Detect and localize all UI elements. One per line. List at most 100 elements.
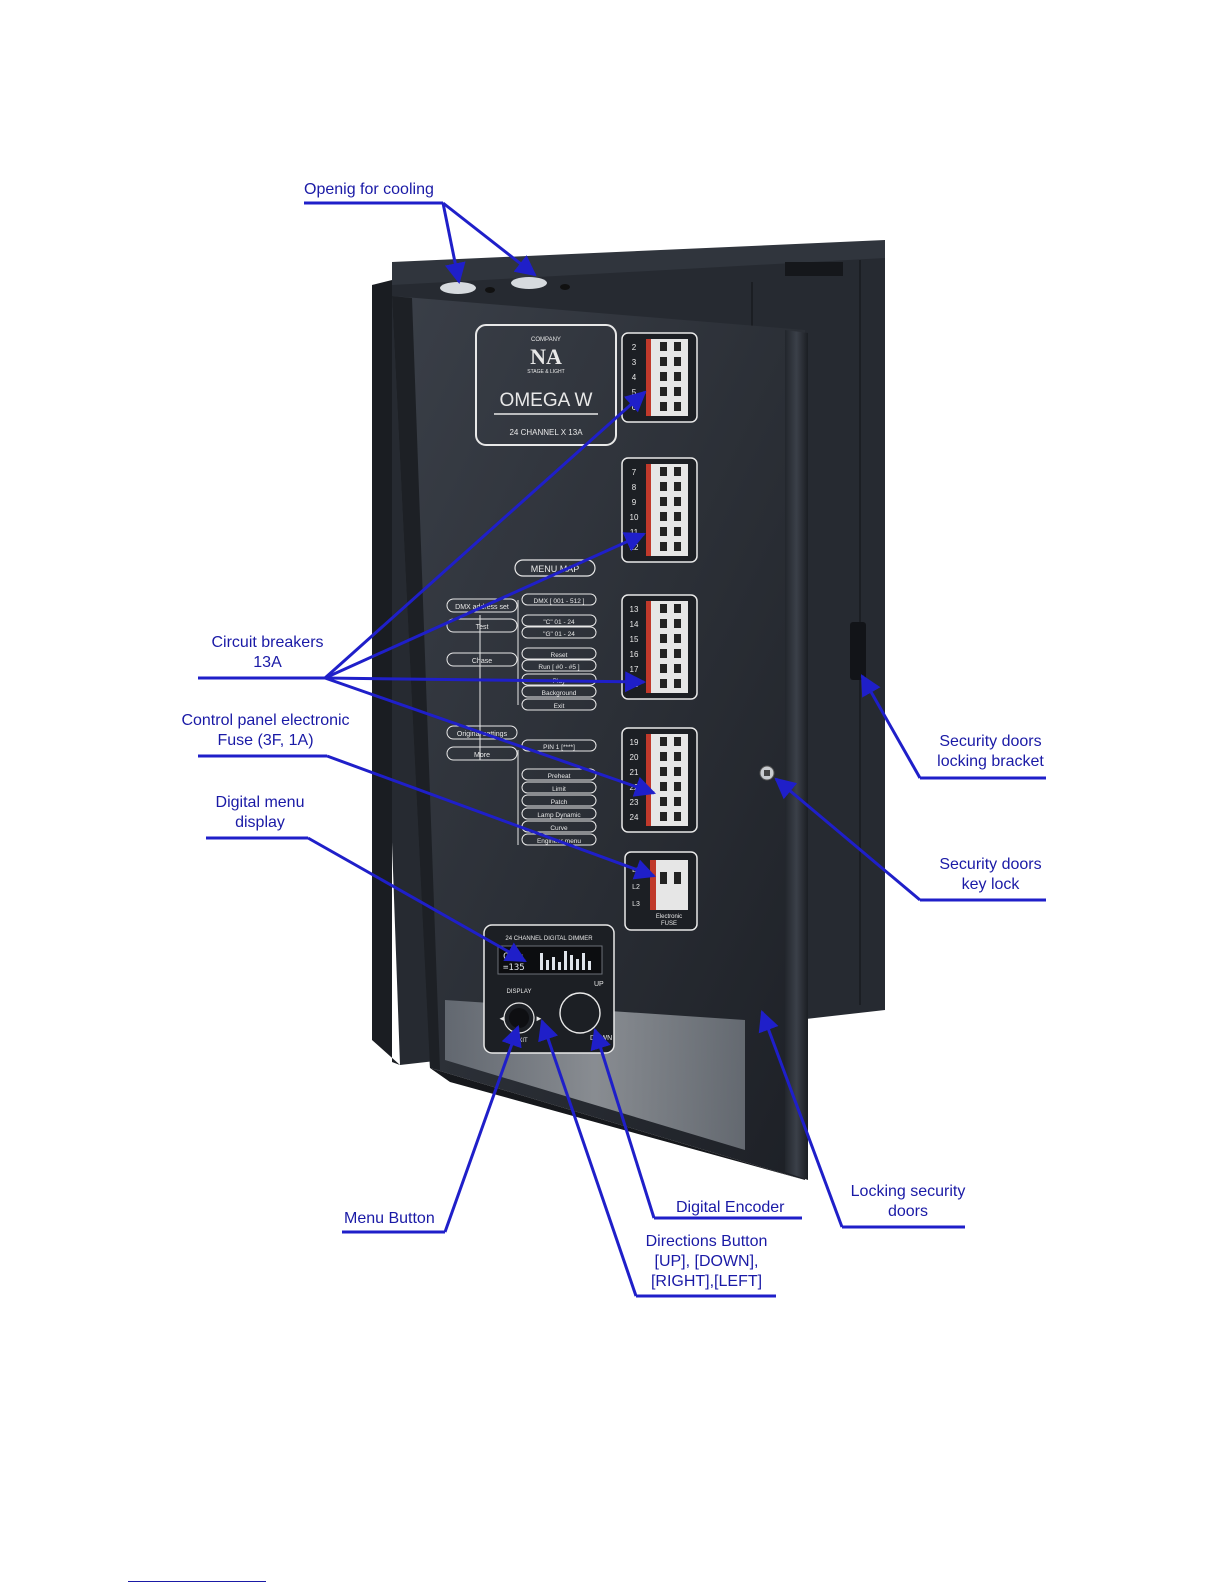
locking-bracket-icon[interactable] <box>850 622 866 680</box>
menu-right-pill <box>521 626 597 639</box>
callout-locking-line-1: Locking security <box>850 1183 966 1200</box>
breaker-switch-right[interactable] <box>674 782 681 791</box>
breaker-switch-right[interactable] <box>674 812 681 821</box>
breaker-switch-right[interactable] <box>674 752 681 761</box>
callout-menu-button-line-1: Menu Button <box>344 1210 435 1227</box>
breaker-switch-left[interactable] <box>660 604 667 613</box>
breaker-channel-number: 24 <box>630 813 639 822</box>
breaker-switch-left[interactable] <box>660 402 667 411</box>
breaker-switch-right[interactable] <box>674 604 681 613</box>
breaker-bank-stripe <box>646 601 651 693</box>
breaker-switch-right[interactable] <box>674 767 681 776</box>
lcd-line-2: =135 <box>503 963 525 973</box>
callout-key-lock: Security doors key lock <box>918 855 1063 895</box>
callout-keylock-line-1: Security doors <box>939 856 1042 873</box>
breaker-channel-number: 14 <box>630 620 639 629</box>
callout-keylock-line-2: key lock <box>961 876 1020 893</box>
menu-right-pill <box>521 781 597 794</box>
menu-left-label: Test <box>476 624 489 631</box>
menu-right-pill <box>521 807 597 820</box>
breaker-switch-left[interactable] <box>660 467 667 476</box>
breaker-switch-left[interactable] <box>660 752 667 761</box>
breaker-switch-right[interactable] <box>674 467 681 476</box>
breaker-switch-right[interactable] <box>674 634 681 643</box>
breaker-switch-left[interactable] <box>660 357 667 366</box>
brand-panel: COMPANY NA STAGE & LIGHT OMEGA W 24 CHAN… <box>475 324 617 446</box>
menu-right-label: "C" 01 - 24 <box>543 619 575 626</box>
breaker-switch-left[interactable] <box>660 797 667 806</box>
breaker-switch-right[interactable] <box>674 527 681 536</box>
menu-left-pill <box>446 598 518 613</box>
breaker-switch-left[interactable] <box>660 619 667 628</box>
breaker-switch-left[interactable] <box>660 737 667 746</box>
fuse-line-l2: L2 <box>632 884 640 891</box>
brand-small: COMPANY <box>531 337 561 343</box>
menu-right-label: Run [ #0 - #5 ] <box>538 664 579 671</box>
brand-sub: STAGE & LIGHT <box>527 369 564 375</box>
breaker-switch-left[interactable] <box>660 664 667 673</box>
left-arrow-icon[interactable]: ◄ <box>498 1014 506 1023</box>
menu-right-pill <box>521 593 597 606</box>
callout-locking-line-2: doors <box>887 1203 929 1220</box>
breaker-switch-right[interactable] <box>674 497 681 506</box>
breaker-switch-left[interactable] <box>660 649 667 658</box>
breaker-bank-stripe <box>646 339 651 416</box>
breaker-switch-left[interactable] <box>660 372 667 381</box>
annotation-arrows <box>198 201 1046 1298</box>
breaker-switch-left[interactable] <box>660 497 667 506</box>
breaker-switch-right[interactable] <box>674 512 681 521</box>
fuse-label-2: FUSE <box>661 921 677 927</box>
menu-map-title: MENU MAP <box>531 564 580 574</box>
breaker-bank-stripe <box>646 734 651 826</box>
right-arrow-icon[interactable]: ► <box>535 1014 543 1023</box>
breaker-switch-right[interactable] <box>674 482 681 491</box>
menu-right-pill <box>521 685 597 698</box>
breaker-channel-number: 16 <box>630 650 639 659</box>
breaker-switch-left[interactable] <box>660 634 667 643</box>
breaker-switch-left[interactable] <box>660 527 667 536</box>
breaker-switch-left[interactable] <box>660 679 667 688</box>
control-panel: 24 CHANNEL DIGITAL DIMMER C 1: =135 DISP… <box>483 924 615 1054</box>
breaker-switch-right[interactable] <box>674 402 681 411</box>
breaker-switch-left[interactable] <box>660 542 667 551</box>
breaker-switch-left[interactable] <box>660 782 667 791</box>
callout-directions-button: Directions Button [UP], [DOWN], [RIGHT],… <box>634 1232 779 1292</box>
menu-right-pill <box>521 794 597 807</box>
digital-encoder[interactable] <box>559 992 601 1034</box>
callout-circuit-breakers: Circuit breakers 13A <box>200 633 335 673</box>
breaker-switch-right[interactable] <box>674 679 681 688</box>
breaker-switch-right[interactable] <box>674 664 681 673</box>
menu-map: MENU MAP DMX address setTestChaseOrigina… <box>446 559 597 846</box>
breaker-switch-right[interactable] <box>674 342 681 351</box>
display-button-label: DISPLAY <box>507 989 532 995</box>
callout-display-line-1: Digital menu <box>215 794 305 811</box>
breaker-switch-left[interactable] <box>660 812 667 821</box>
breaker-switch-left[interactable] <box>660 342 667 351</box>
callout-directions-line-1: Directions Button <box>645 1233 768 1250</box>
breaker-switch-right[interactable] <box>674 737 681 746</box>
callout-directions-line-3: [RIGHT],[LEFT] <box>650 1273 763 1290</box>
breaker-channel-number: 3 <box>632 358 637 367</box>
breaker-switch-left[interactable] <box>660 767 667 776</box>
menu-right-label: PIN 1 [****] <box>543 744 575 751</box>
menu-button[interactable] <box>509 1008 529 1028</box>
breaker-switch-right[interactable] <box>674 357 681 366</box>
breaker-switch-right[interactable] <box>674 372 681 381</box>
callout-bracket-line-2: locking bracket <box>937 753 1044 770</box>
breaker-channel-number: 21 <box>630 768 639 777</box>
breaker-switch-right[interactable] <box>674 649 681 658</box>
menu-right-label: Background <box>542 690 577 697</box>
breaker-switch-left[interactable] <box>660 387 667 396</box>
breaker-switch-right[interactable] <box>674 619 681 628</box>
breaker-bank-stripe <box>646 464 651 556</box>
breaker-switch-right[interactable] <box>674 542 681 551</box>
breaker-channel-number: 4 <box>632 373 637 382</box>
breaker-switch-right[interactable] <box>674 797 681 806</box>
breaker-switch-left[interactable] <box>660 512 667 521</box>
breaker-bank <box>646 601 688 693</box>
breaker-switch-left[interactable] <box>660 482 667 491</box>
control-title: 24 CHANNEL DIGITAL DIMMER <box>505 936 593 942</box>
breaker-switch-right[interactable] <box>674 387 681 396</box>
